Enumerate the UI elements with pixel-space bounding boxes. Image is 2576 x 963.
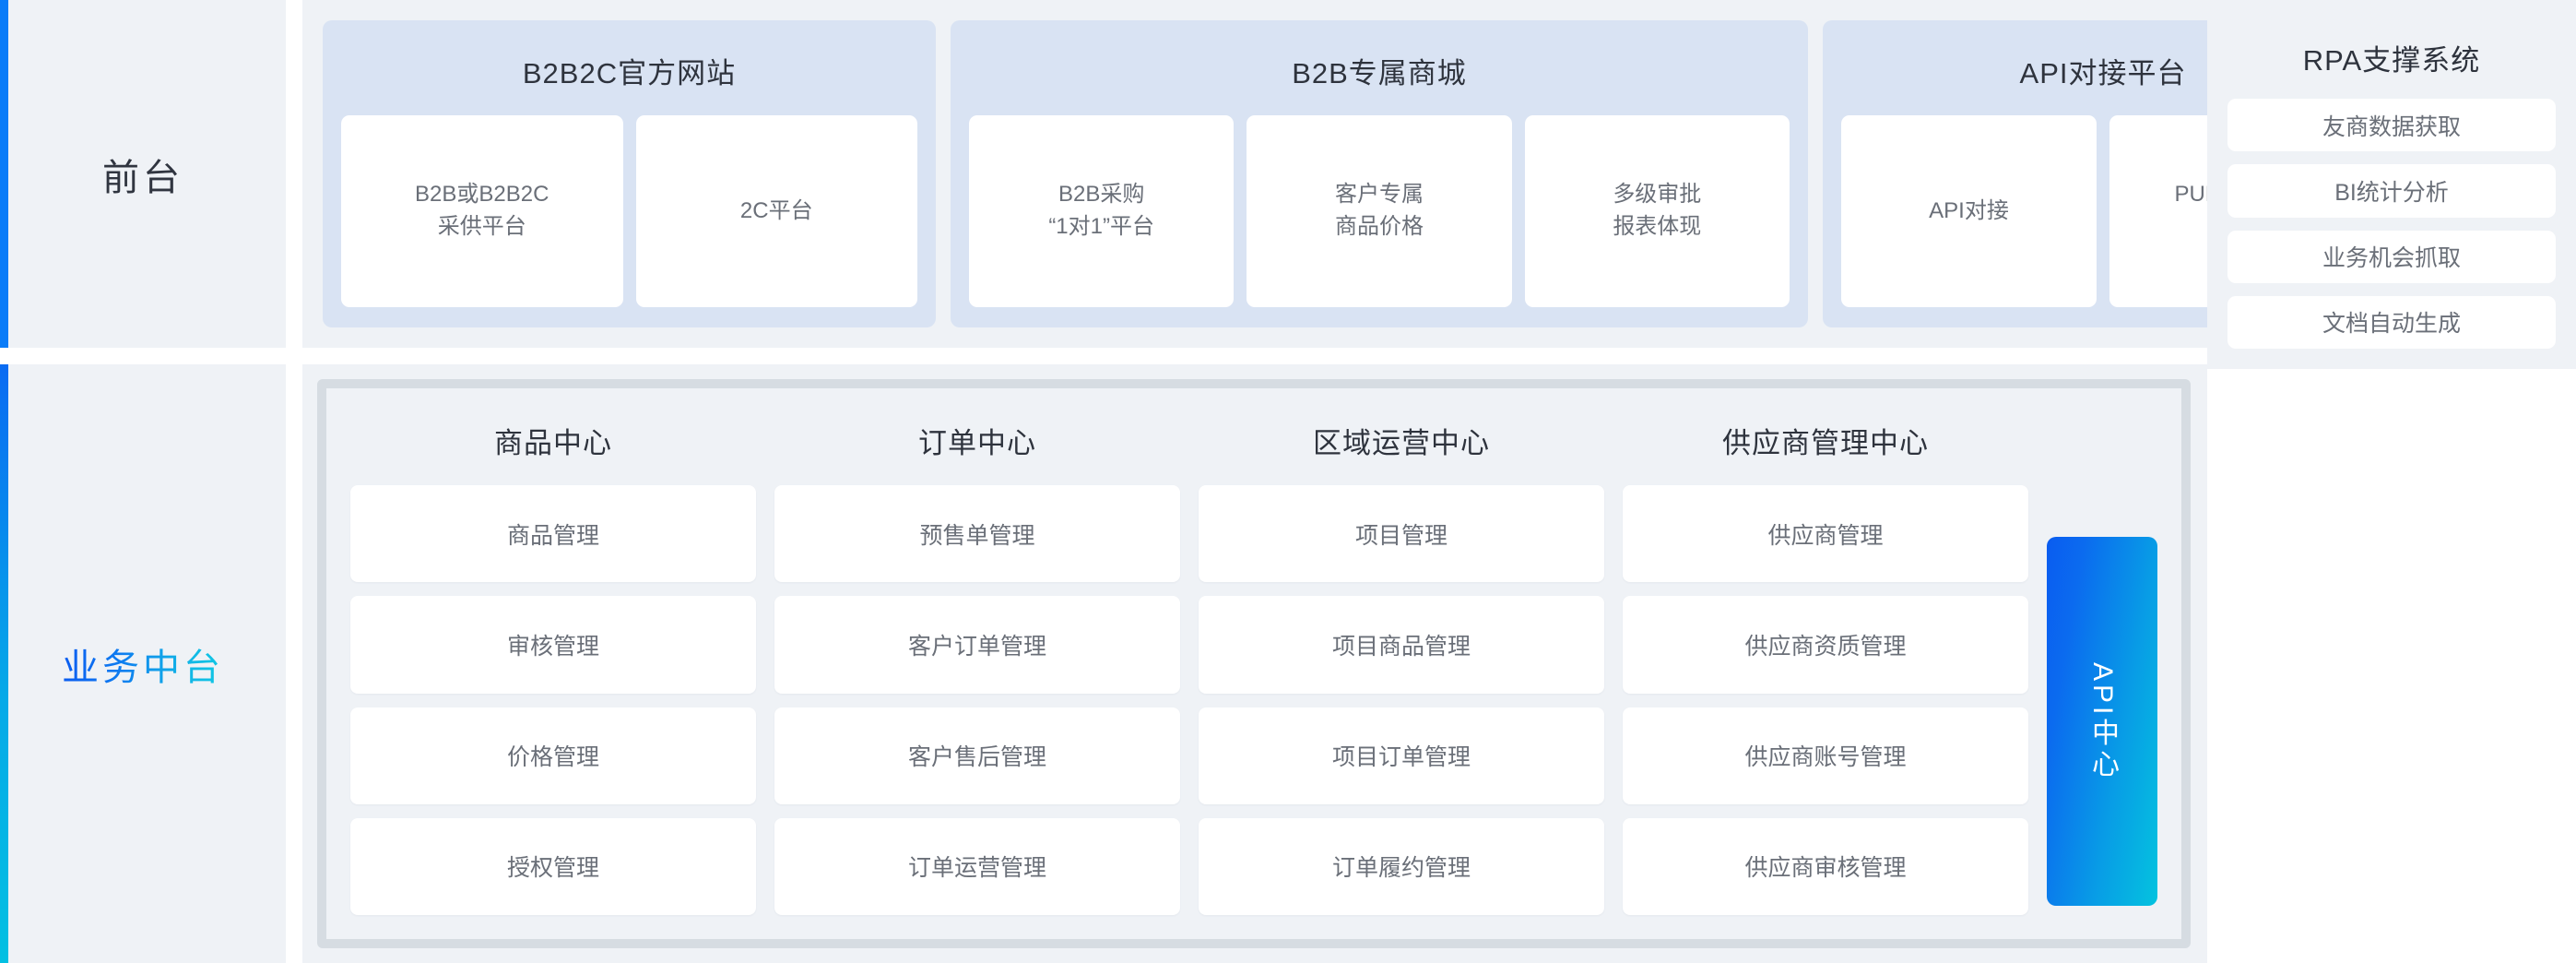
tier-label-front-text: 前台 bbox=[102, 157, 183, 198]
middle-platform-main: 商品中心 商品管理 审核管理 价格管理 授权管理 订单中心 预售单管理 客户订单… bbox=[302, 364, 2207, 963]
center-item[interactable]: 订单运营管理 bbox=[774, 817, 1180, 915]
center-item[interactable]: 项目订单管理 bbox=[1199, 707, 1604, 804]
rpa-support-column: RPA支撑系统 友商数据获取 BI统计分析 业务机会抓取 文档自动生成 bbox=[2207, 0, 2576, 963]
center-item[interactable]: 订单履约管理 bbox=[1199, 817, 1604, 915]
center-item[interactable]: 预售单管理 bbox=[774, 485, 1180, 583]
group-title-api-platform: API对接平台 bbox=[2019, 57, 2187, 89]
leaf-card[interactable]: 多级审批报表体现 bbox=[1524, 115, 1790, 308]
column-gap bbox=[286, 364, 302, 963]
row-divider bbox=[0, 348, 2576, 365]
center-item[interactable]: 供应商审核管理 bbox=[1623, 817, 2028, 915]
api-center-panel[interactable]: API中心 bbox=[2047, 536, 2157, 906]
group-cards-b2b-mall: B2B采购“1对1”平台 客户专属商品价格 多级审批报表体现 bbox=[969, 115, 1790, 308]
rpa-card[interactable]: 文档自动生成 bbox=[2227, 295, 2556, 349]
rpa-card[interactable]: BI统计分析 bbox=[2227, 164, 2556, 218]
center-items-region: 项目管理 项目商品管理 项目订单管理 订单履约管理 bbox=[1199, 485, 1604, 915]
center-items-product: 商品管理 审核管理 价格管理 授权管理 bbox=[350, 485, 756, 915]
center-item[interactable]: 授权管理 bbox=[350, 817, 756, 915]
center-item[interactable]: 项目管理 bbox=[1199, 485, 1604, 583]
rpa-card-list: 友商数据获取 BI统计分析 业务机会抓取 文档自动生成 bbox=[2227, 99, 2556, 349]
center-item[interactable]: 供应商资质管理 bbox=[1623, 596, 2028, 694]
center-column-supplier: 供应商管理中心 供应商管理 供应商资质管理 供应商账号管理 供应商审核管理 bbox=[1623, 407, 2028, 915]
tier-label-middle-text: 业务中台 bbox=[62, 637, 224, 691]
center-item[interactable]: 价格管理 bbox=[350, 707, 756, 804]
tier-label-middle: 业务中台 bbox=[0, 364, 286, 963]
center-title-product: 商品中心 bbox=[494, 427, 612, 460]
group-title-b2b2c: B2B2C官方网站 bbox=[522, 57, 737, 89]
middle-platform-row: 业务中台 商品中心 商品管理 审核管理 价格管理 授权管理 订单中心 bbox=[0, 364, 2576, 963]
center-item[interactable]: 供应商管理 bbox=[1623, 485, 2028, 583]
accent-bar-middle bbox=[0, 364, 8, 963]
leaf-card[interactable]: API对接 bbox=[1841, 115, 2097, 308]
center-title-order: 订单中心 bbox=[918, 427, 1036, 460]
leaf-card[interactable]: B2B采购“1对1”平台 bbox=[969, 115, 1235, 308]
group-title-b2b-mall: B2B专属商城 bbox=[1292, 57, 1467, 89]
center-items-supplier: 供应商管理 供应商资质管理 供应商账号管理 供应商审核管理 bbox=[1623, 485, 2028, 915]
leaf-card[interactable]: 客户专属商品价格 bbox=[1247, 115, 1512, 308]
center-item[interactable]: 客户订单管理 bbox=[774, 596, 1180, 694]
group-panel-b2b-mall[interactable]: B2B专属商城 B2B采购“1对1”平台 客户专属商品价格 多级审批报表体现 bbox=[951, 20, 1808, 328]
rpa-title: RPA支撑系统 bbox=[2302, 44, 2481, 77]
rpa-card[interactable]: 友商数据获取 bbox=[2227, 99, 2556, 152]
tier-label-front: 前台 bbox=[0, 0, 286, 349]
leaf-card-label: API对接 bbox=[1929, 197, 2009, 223]
rpa-card[interactable]: 业务机会抓取 bbox=[2227, 230, 2556, 283]
center-column-product: 商品中心 商品管理 审核管理 价格管理 授权管理 bbox=[350, 407, 756, 915]
leaf-card-label: 客户专属商品价格 bbox=[1334, 182, 1424, 240]
center-column-order: 订单中心 预售单管理 客户订单管理 客户售后管理 订单运营管理 bbox=[774, 407, 1180, 915]
column-gap bbox=[286, 0, 302, 349]
center-item[interactable]: 商品管理 bbox=[350, 485, 756, 583]
leaf-card[interactable]: 2C平台 bbox=[635, 115, 917, 308]
api-center-label: API中心 bbox=[2087, 661, 2118, 781]
center-item[interactable]: 供应商账号管理 bbox=[1623, 707, 2028, 804]
accent-bar-front bbox=[0, 0, 8, 349]
leaf-card-label: B2B采购“1对1”平台 bbox=[1048, 182, 1154, 240]
center-title-supplier: 供应商管理中心 bbox=[1722, 427, 1929, 460]
rpa-panel: RPA支撑系统 友商数据获取 BI统计分析 业务机会抓取 文档自动生成 bbox=[2207, 0, 2576, 369]
center-item[interactable]: 客户售后管理 bbox=[774, 707, 1180, 804]
center-items-order: 预售单管理 客户订单管理 客户售后管理 订单运营管理 bbox=[774, 485, 1180, 915]
center-item[interactable]: 项目商品管理 bbox=[1199, 596, 1604, 694]
middle-platform-board: 商品中心 商品管理 审核管理 价格管理 授权管理 订单中心 预售单管理 客户订单… bbox=[317, 379, 2191, 948]
center-column-region: 区域运营中心 项目管理 项目商品管理 项目订单管理 订单履约管理 bbox=[1199, 407, 1604, 915]
leaf-card-label: 2C平台 bbox=[739, 197, 813, 223]
leaf-card-label: 多级审批报表体现 bbox=[1613, 182, 1702, 240]
center-item[interactable]: 审核管理 bbox=[350, 596, 756, 694]
center-title-region: 区域运营中心 bbox=[1313, 427, 1490, 460]
